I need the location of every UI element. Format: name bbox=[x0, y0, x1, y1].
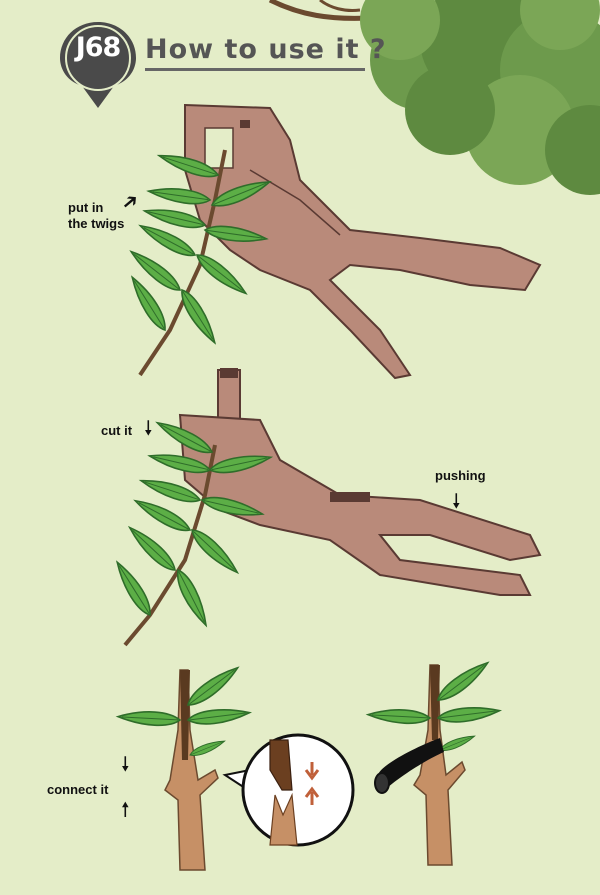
push-label: pushing bbox=[435, 468, 486, 483]
arrow-down-icon: 🠗 bbox=[452, 491, 461, 513]
arrow-down-icon: 🠗 bbox=[121, 754, 130, 776]
twig-step2 bbox=[111, 415, 273, 647]
product-code: J68 bbox=[75, 32, 122, 63]
grafting-tool-open bbox=[184, 103, 542, 380]
grafting-tool-closed bbox=[178, 368, 542, 596]
title-underline bbox=[145, 68, 365, 71]
arrow-down-icon: 🠗 bbox=[144, 418, 153, 440]
step1-label-line1: put in bbox=[68, 200, 104, 215]
page-title: How to use it ? bbox=[145, 34, 387, 65]
twig-step1 bbox=[126, 147, 274, 377]
step3-label: connect it bbox=[47, 782, 109, 797]
tree-canopy bbox=[268, 0, 600, 195]
map-pin-icon bbox=[60, 22, 136, 108]
graft-branch-right bbox=[366, 657, 502, 866]
arrow-up-icon: 🠕 bbox=[121, 799, 130, 821]
graft-branch-left bbox=[116, 662, 252, 871]
graft-joint-zoom bbox=[222, 733, 355, 847]
step2-label: cut it bbox=[101, 423, 133, 438]
step1-label: put in the twigs bbox=[68, 200, 124, 232]
step1-label-line2: the twigs bbox=[68, 216, 125, 231]
